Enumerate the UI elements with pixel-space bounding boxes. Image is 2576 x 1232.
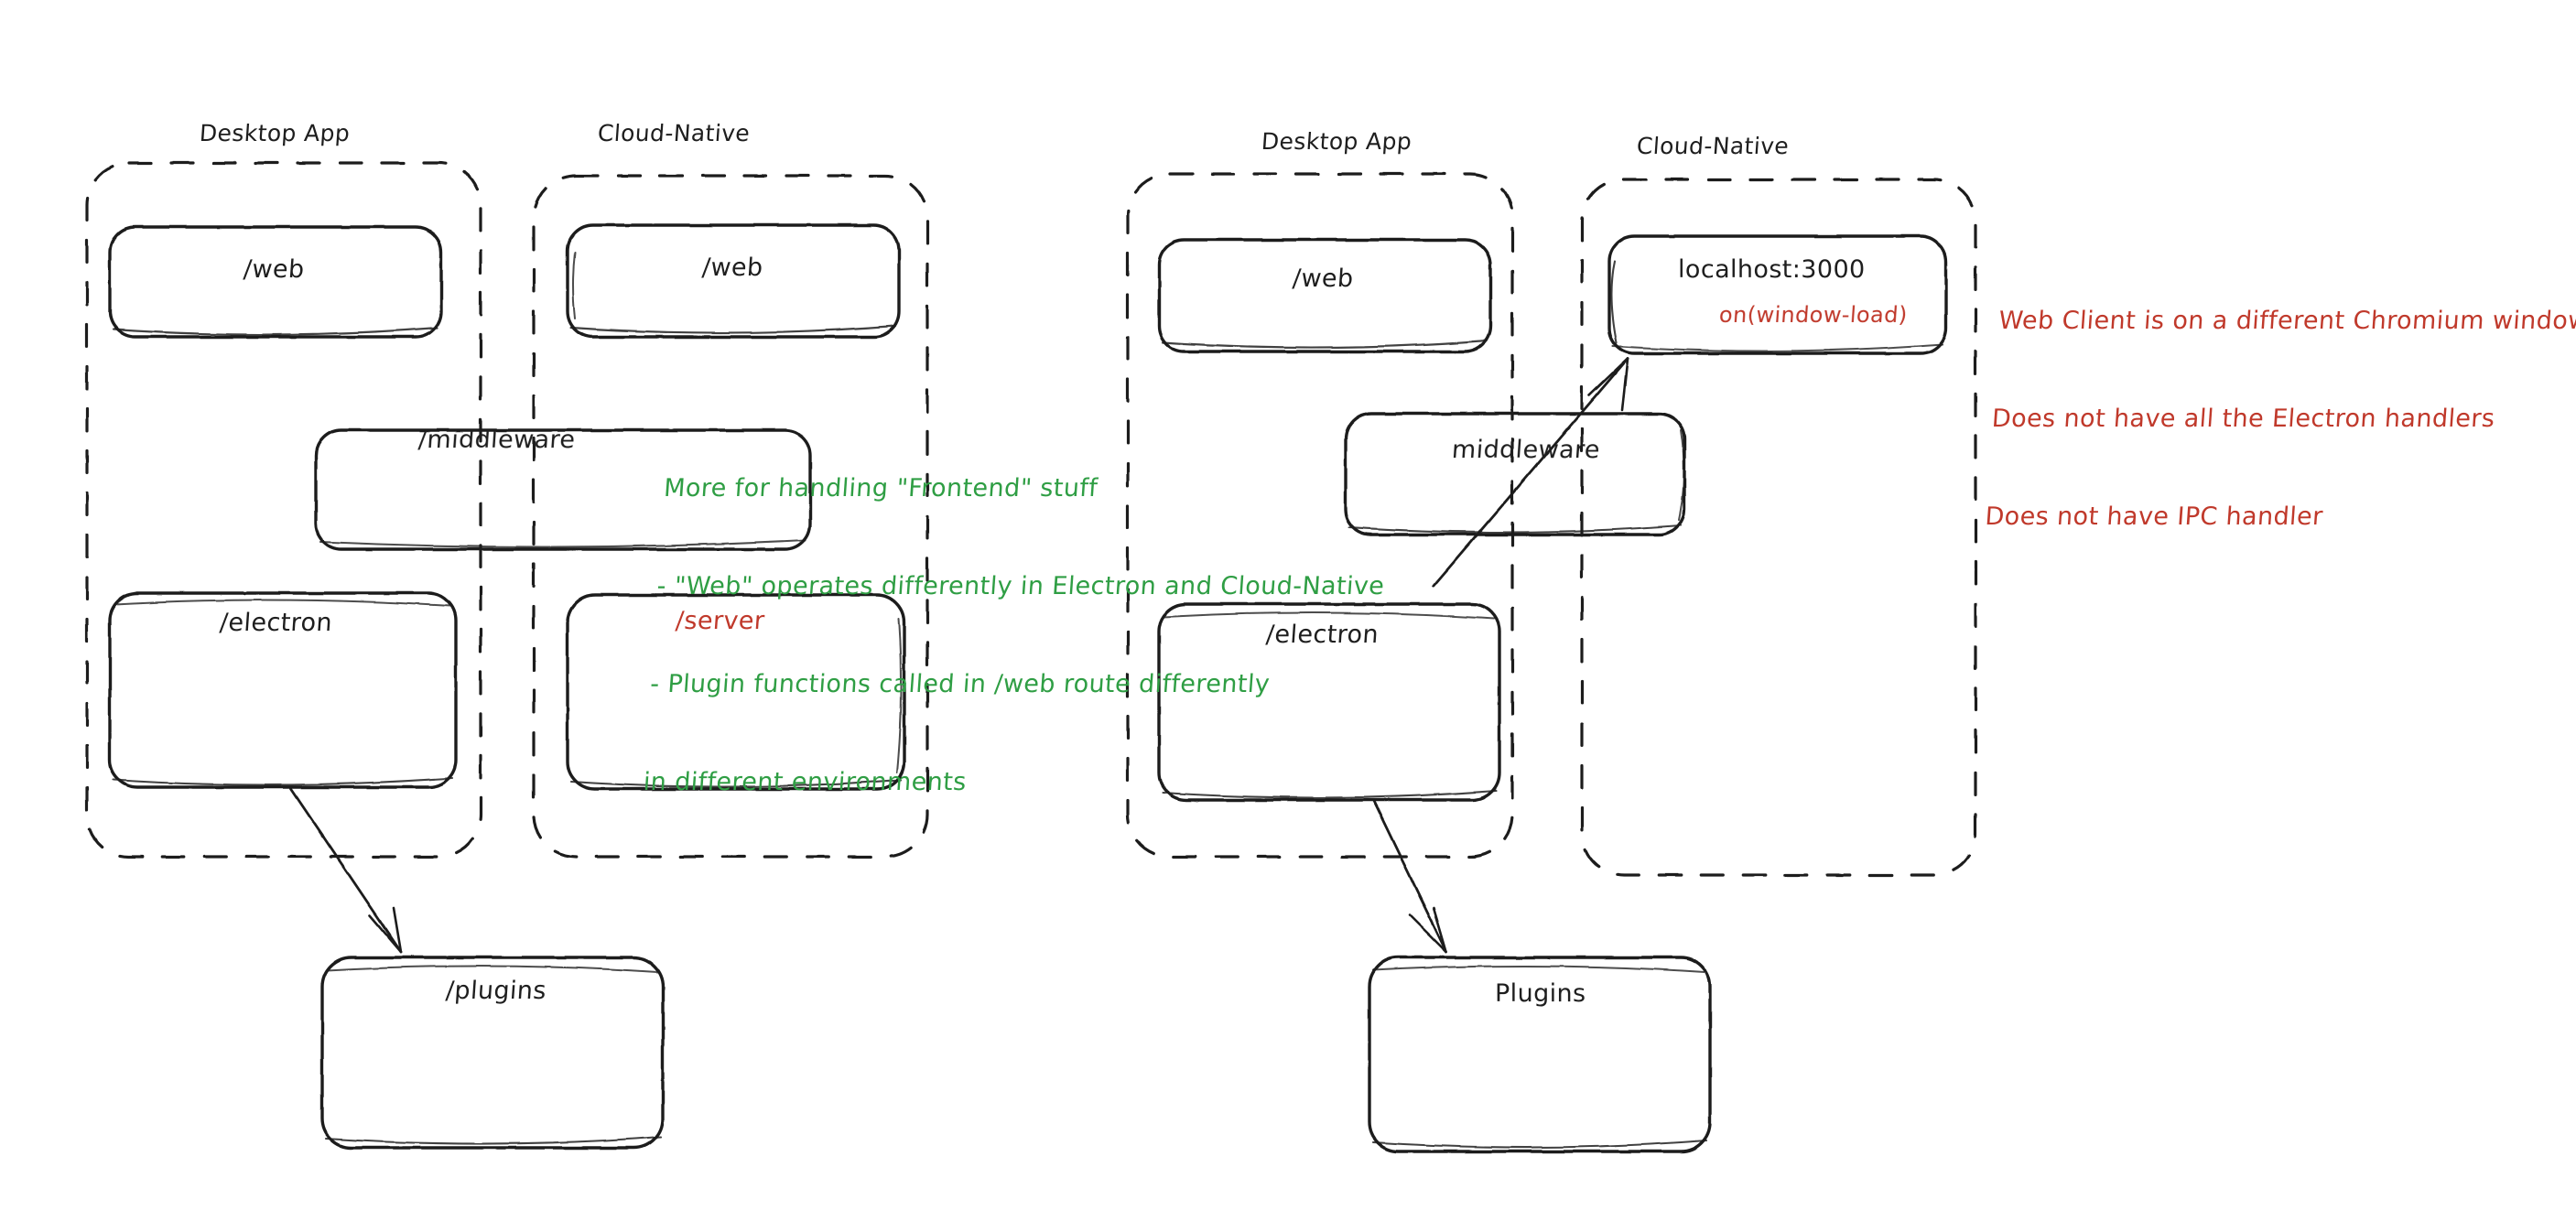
node-label-right-electron: /electron <box>1264 621 1380 649</box>
node-label-right-plugins: Plugins <box>1495 979 1586 1008</box>
cluster-label-left-desktop-app: Desktop App <box>198 120 352 146</box>
connector-right-electron-to-plugins <box>1371 798 1448 954</box>
node-label-left-middleware: /middleware <box>417 426 577 454</box>
cluster-label-right-desktop-app: Desktop App <box>1260 128 1413 155</box>
annotation-red-line-2: Does not have all the Electron handlers <box>1990 405 2496 434</box>
annotation-red-note: Web Client is on a different Chromium wi… <box>1979 240 2576 599</box>
annotation-green-line-4: in different environments <box>642 767 968 796</box>
connector-left-electron-to-plugins <box>289 787 403 954</box>
connector-right-electron-to-localhost <box>1432 357 1629 588</box>
cluster-label-left-cloud-native: Cloud-Native <box>596 120 752 146</box>
node-label-left-electron: /electron <box>218 609 334 637</box>
node-right-localhost <box>1607 234 1948 355</box>
annotation-green-line-3: - Plugin functions called in /web route … <box>649 670 1272 698</box>
node-right-middleware <box>1344 412 1686 536</box>
node-label-right-localhost: localhost:3000 <box>1678 255 1866 284</box>
node-sublabel-right-localhost-onwindowload: on(window-load) <box>1718 302 1909 328</box>
annotation-red-line-1: Web Client is on a different Chromium wi… <box>1997 307 2576 336</box>
node-label-right-middleware: middleware <box>1450 436 1602 464</box>
cluster-right-cloud-native <box>1580 178 1977 877</box>
node-label-left-plugins: /plugins <box>444 977 547 1005</box>
annotation-red-line-3: Does not have IPC handler <box>1984 503 2324 531</box>
node-label-left-web-cloud: /web <box>700 254 764 282</box>
annotation-green-line-1: More for handling "Frontend" stuff <box>663 474 1099 503</box>
node-right-web <box>1157 238 1492 353</box>
node-label-right-web: /web <box>1291 265 1355 293</box>
node-label-left-web-desktop: /web <box>242 255 306 284</box>
annotation-green-line-2: - "Web" operates differently in Electron… <box>655 572 1386 601</box>
cluster-label-right-cloud-native: Cloud-Native <box>1635 133 1791 159</box>
